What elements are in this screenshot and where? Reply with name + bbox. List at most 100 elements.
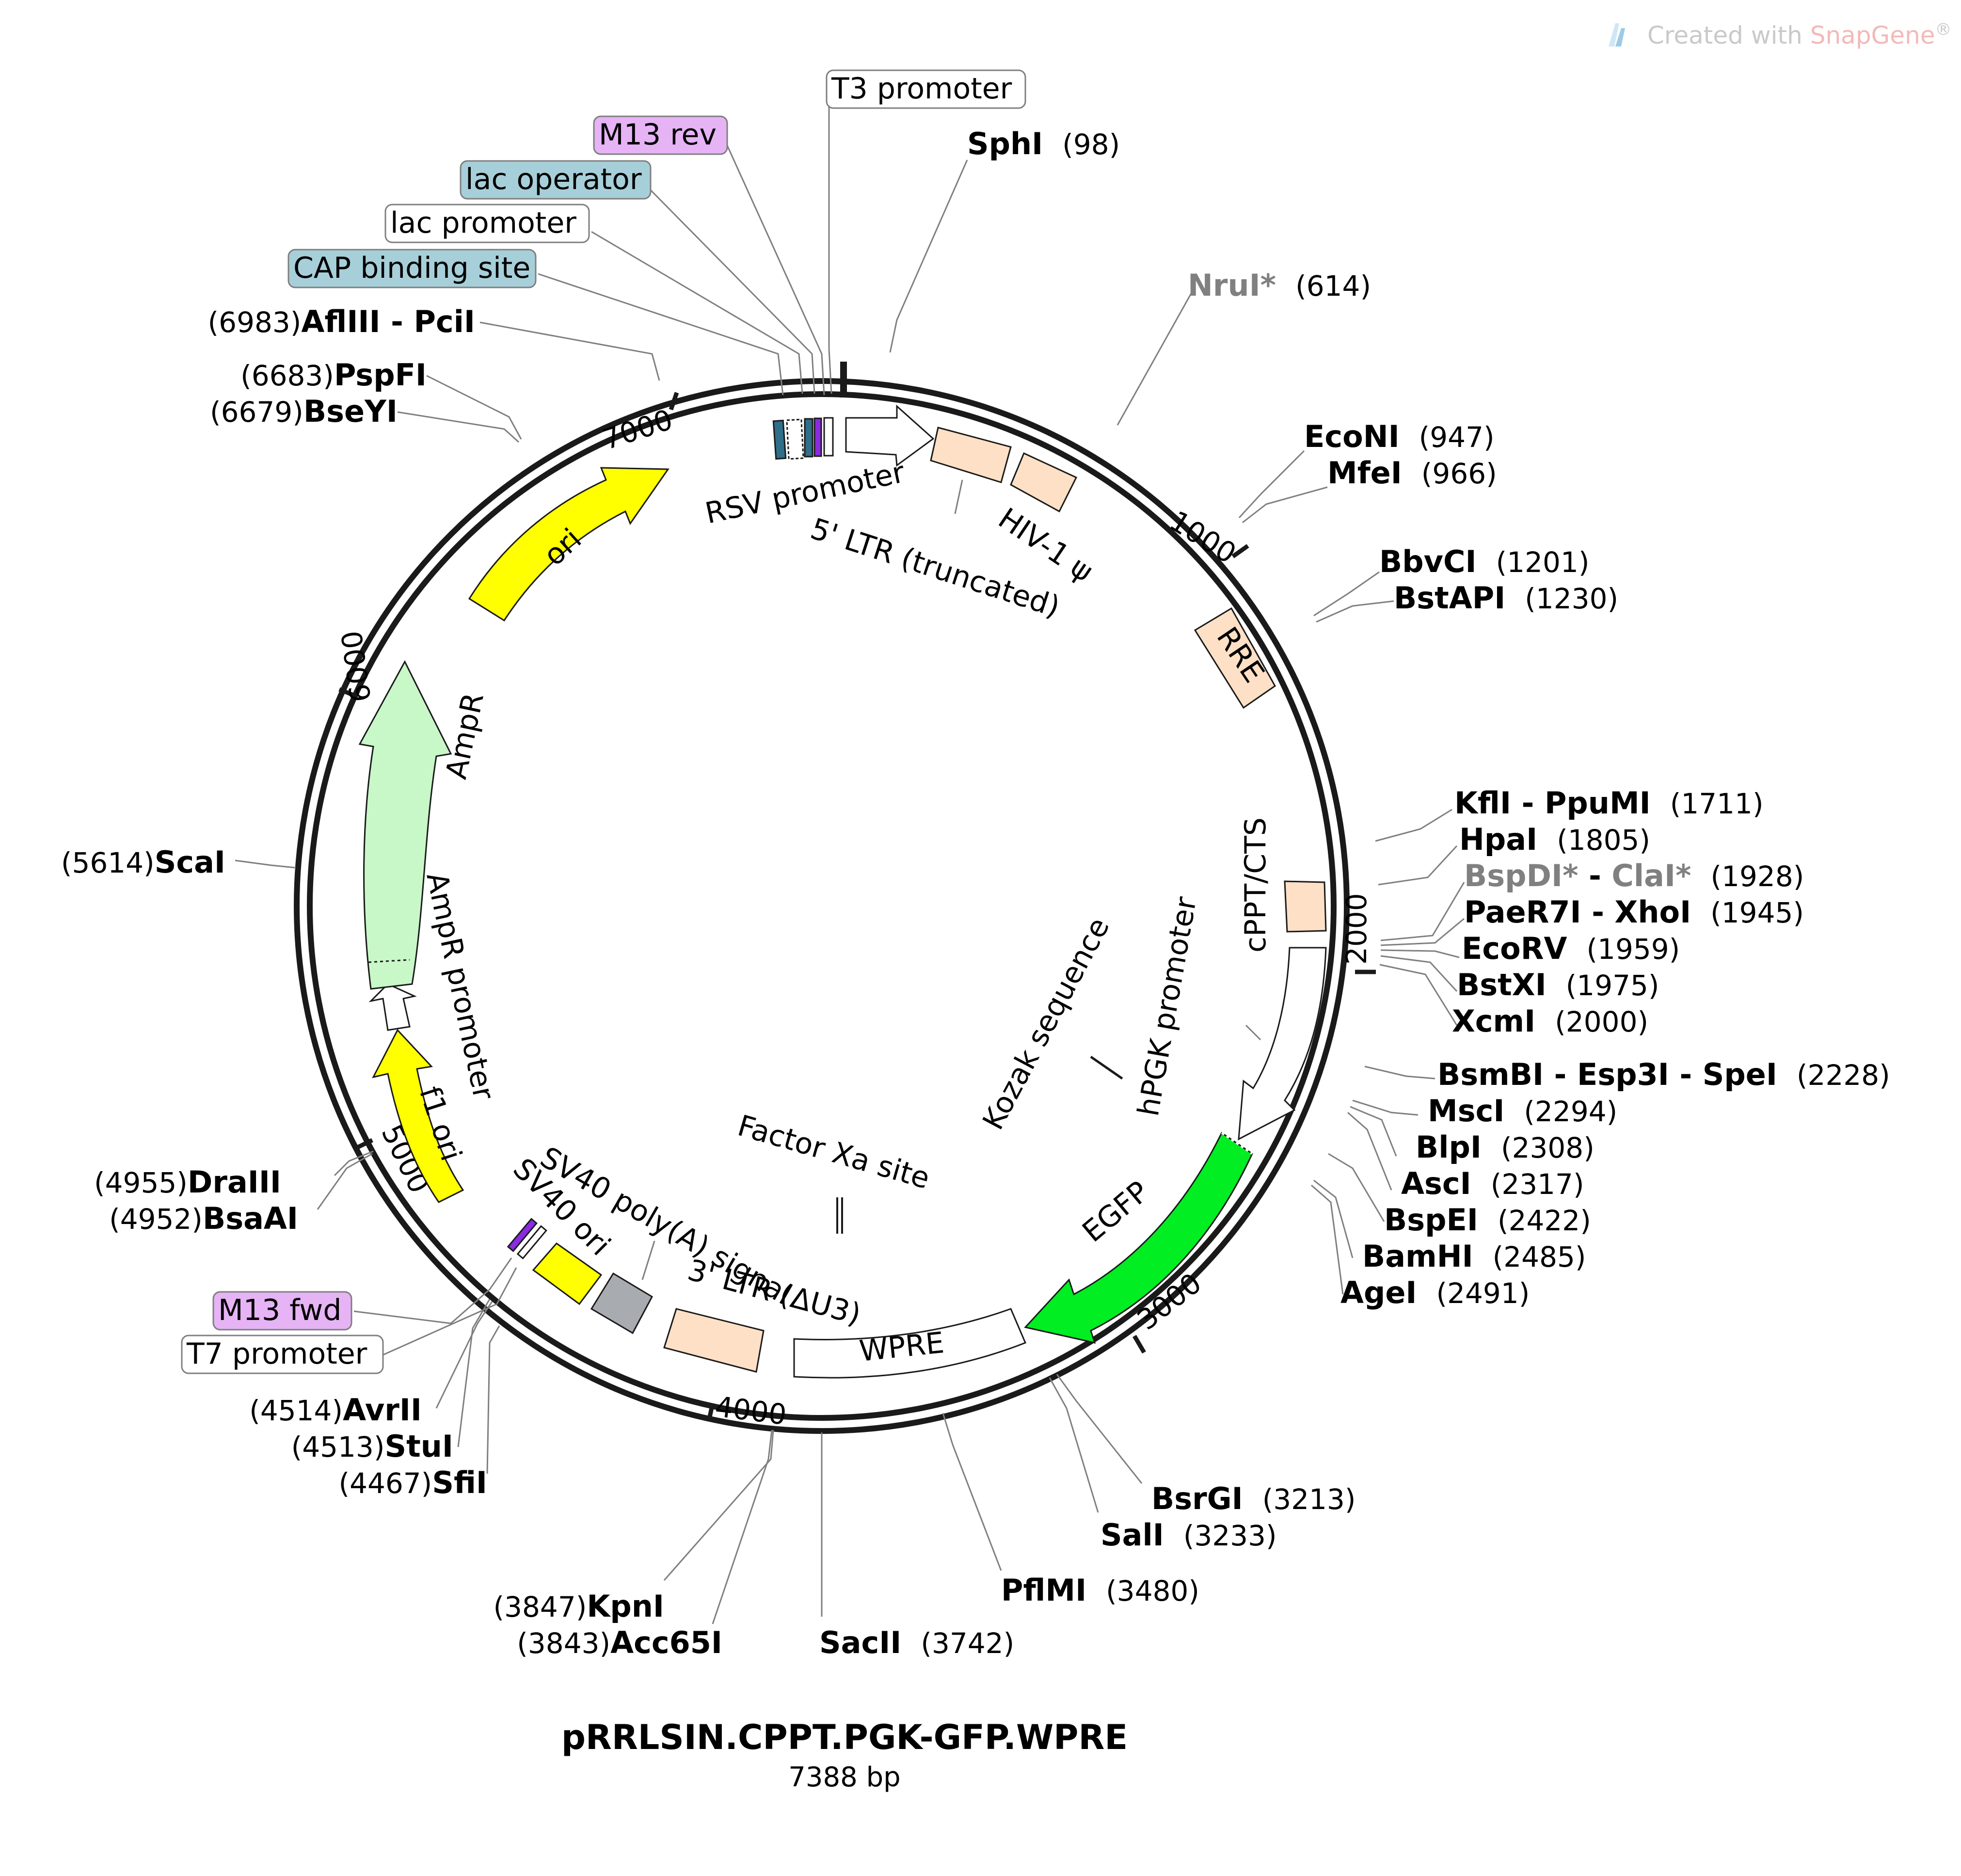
site-label-asci[interactable]: AscI(2317) [1401,1166,1584,1201]
site-label-bseyi[interactable]: (6679)BseYI [210,394,398,429]
site-label-econi[interactable]: EcoNI(947) [1304,419,1495,454]
site-label-msci[interactable]: MscI(2294) [1428,1093,1617,1129]
site-label-scai[interactable]: (5614)ScaI [61,844,225,880]
site-label-bamhi[interactable]: BamHI(2485) [1362,1239,1586,1274]
leader-pspfi [426,375,522,440]
features [358,404,1327,1379]
label-box-lacop[interactable]: lac operator [460,160,652,200]
ampr-dotted-edge [368,959,410,963]
site-label-bbvci[interactable]: BbvCI(1201) [1379,544,1590,579]
snapgene-badge[interactable]: Created with SnapGene® [1609,20,1952,49]
site-label-bspei[interactable]: BspEI(2422) [1384,1202,1591,1238]
site-label-nrui[interactable]: NruI*(614) [1188,268,1371,303]
site-label-ecorv[interactable]: EcoRV(1959) [1462,931,1680,966]
sv40-ori-box[interactable] [532,1242,603,1305]
site-label-agei[interactable]: AgeI(2491) [1340,1275,1530,1310]
cppt-box[interactable] [1284,880,1327,933]
t7-promoter-bar[interactable] [516,1225,547,1259]
leader-bsaai [317,1153,373,1210]
leader-xcmi [1379,964,1458,1026]
leader-bsrgi [1056,1374,1143,1484]
site-label-sacii[interactable]: SacII(3742) [819,1625,1014,1660]
site-label-xcmi[interactable]: XcmI(2000) [1452,1003,1648,1039]
tick-3000 [1132,1335,1146,1354]
site-enzyme-name: KpnI [587,1589,664,1624]
label-box-m13fwd[interactable]: M13 fwd [212,1291,352,1331]
site-position: (1230) [1525,582,1618,615]
site-label-pflmi[interactable]: PflMI(3480) [1001,1573,1199,1608]
site-label-kfli[interactable]: KflI - PpuMI(1711) [1454,785,1764,821]
lac-promoter-bar[interactable] [786,418,804,460]
m13-fwd-bar[interactable] [507,1218,538,1252]
m13-rev-bar[interactable] [813,417,822,457]
site-position: (2228) [1797,1059,1890,1092]
ampr-promoter-arrow[interactable] [368,983,417,1031]
leader-t3 [828,107,832,394]
site-enzyme-name: KflI [1454,785,1511,821]
site-label-paer7i[interactable]: PaeR7I - XhoI(1945) [1464,894,1804,930]
rre-box[interactable] [1194,607,1276,709]
ltr3-box[interactable] [663,1308,765,1373]
site-label-sfii[interactable]: (4467)SfiI [338,1465,487,1500]
site-label-bsmbi[interactable]: BsmBI - Esp3I - SpeI(2228) [1437,1057,1890,1092]
site-label-avrii[interactable]: (4514)AvrII [249,1392,422,1428]
ori-arrow[interactable] [468,467,670,622]
label-box-t7[interactable]: T7 promoter [181,1335,384,1374]
label-box-cap[interactable]: CAP binding site [287,249,537,288]
rsv-promoter-arrow[interactable] [845,404,935,467]
sv40-polya-box[interactable] [590,1272,653,1335]
egfp-arrow[interactable] [1024,1131,1253,1344]
wpre-box[interactable] [793,1308,1026,1379]
site-label-bstxi[interactable]: BstXI(1975) [1457,967,1659,1002]
site-label-sali[interactable]: SalI(3233) [1100,1517,1277,1553]
t3-promoter-bar[interactable] [823,417,834,457]
tick-7000 [669,392,679,411]
site-label-blpi[interactable]: BlpI(2308) [1416,1129,1594,1165]
site-position: (2308) [1501,1131,1594,1164]
site-position: (4952) [109,1203,203,1236]
site-position: (2000) [1555,1005,1648,1038]
site-label-stui[interactable]: (4513)StuI [291,1429,453,1464]
lac-operator-bar[interactable] [804,418,813,458]
leader-bbvci [1313,571,1380,617]
leader-cap [538,273,784,396]
site-label-acc65i[interactable]: (3843)Acc65I [517,1625,722,1660]
site-label-bsrgi[interactable]: BsrGI(3213) [1151,1481,1356,1516]
site-label-sphi[interactable]: SphI(98) [967,126,1120,161]
ampr-arrow[interactable] [358,660,452,990]
leader-lacpro [591,231,803,394]
site-label-pspfi[interactable]: (6683)PspFI [240,357,427,393]
label-box-t3[interactable]: T3 promoter [826,69,1026,109]
site-label-draiii[interactable]: (4955)DraIII [94,1164,281,1200]
hpgk-promoter-arrow[interactable] [1238,947,1327,1141]
site-position: (4514) [249,1394,343,1427]
leader-paer7i [1380,918,1465,946]
f1-ori-arrow[interactable] [372,1029,464,1203]
site-label-hpai[interactable]: HpaI(1805) [1459,822,1650,857]
site-separator: - [381,304,414,339]
leader-stui [457,1299,491,1447]
label-box-lacpro[interactable]: lac promoter [384,204,590,243]
leader-pflmi [942,1413,1002,1571]
leader-agei [1311,1184,1344,1295]
egfp-dotted-edge [1221,1132,1253,1155]
backbone [294,362,1350,1434]
site-position: (3847) [493,1590,587,1623]
leader-bstapi [1316,600,1394,623]
site-enzyme-name: AgeI [1340,1275,1417,1310]
hiv-psi-box[interactable] [1010,452,1078,513]
site-label-bspdi[interactable]: BspDI* - ClaI*(1928) [1464,858,1804,893]
site-label-afliii[interactable]: (6983)AflIII - PciI [208,304,475,339]
site-enzyme-name: BspEI [1384,1202,1478,1238]
site-position: (4513) [291,1431,385,1463]
cap-binding-site-bar[interactable] [772,419,787,460]
site-label-bsaai[interactable]: (4952)BsaAI [109,1201,298,1236]
site-label-kpni[interactable]: (3847)KpnI [493,1589,664,1624]
kozak-mark[interactable] [1090,1055,1123,1080]
site-label-mfei[interactable]: MfeI(966) [1327,455,1497,491]
site-enzyme-name: PspFI [334,357,427,393]
label-box-m13rev[interactable]: M13 rev [593,115,728,155]
ltr5-box[interactable] [930,427,1012,483]
leader-bspei [1328,1153,1385,1222]
site-label-bstapi[interactable]: BstAPI(1230) [1394,580,1618,616]
